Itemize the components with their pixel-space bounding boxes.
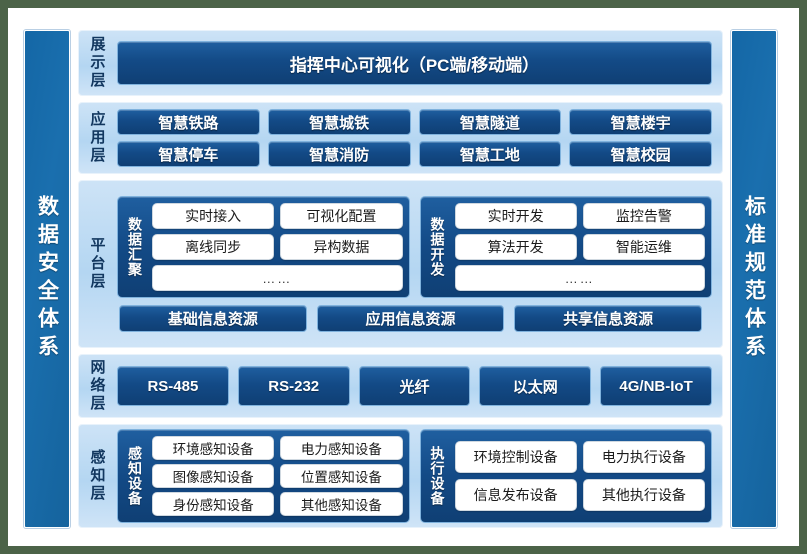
app-chip-smart-urban-rail[interactable]: 智慧城铁 xyxy=(267,109,411,135)
perception-group-sensing-title: 感知设备 xyxy=(127,446,143,506)
layer-display: 展示层 指挥中心可视化（PC端/移动端） xyxy=(78,30,723,96)
layer-application-label-wrap: 应用层 xyxy=(79,103,115,173)
layer-network: 网络层 RS-485 RS-232 光纤 以太网 4G/NB-IoT xyxy=(78,354,723,418)
sensing-row-3: 身份感知设备 其他感知设备 xyxy=(152,492,403,516)
layer-display-label-wrap: 展示层 xyxy=(79,31,115,95)
perception-group-sensing-items: 环境感知设备 电力感知设备 图像感知设备 位置感知设备 身份感知设备 其他感知设… xyxy=(152,436,403,516)
network-items-row: RS-485 RS-232 光纤 以太网 4G/NB-IoT xyxy=(115,366,722,406)
pill-environment-sensing-device[interactable]: 环境感知设备 xyxy=(152,436,275,460)
layer-perception: 感知层 感知设备 环境感知设备 电力感知设备 图像感知设备 xyxy=(78,424,723,528)
layer-perception-label-wrap: 感知层 xyxy=(79,425,115,527)
layer-perception-body: 感知设备 环境感知设备 电力感知设备 图像感知设备 位置感知设备 身份感知设备 xyxy=(115,425,722,527)
pill-other-execution-device[interactable]: 其他执行设备 xyxy=(582,479,705,511)
pill-image-sensing-device[interactable]: 图像感知设备 xyxy=(152,464,275,488)
execution-row-1: 环境控制设备 电力执行设备 xyxy=(454,441,705,473)
pill-visual-config[interactable]: 可视化配置 xyxy=(280,203,403,229)
network-chip-fiber[interactable]: 光纤 xyxy=(358,366,471,406)
layer-application-body: 智慧铁路 智慧城铁 智慧隧道 智慧楼宇 智慧停车 智慧消防 智慧工地 智慧校园 xyxy=(115,103,722,173)
sensing-row-1: 环境感知设备 电力感知设备 xyxy=(152,436,403,460)
perception-groups: 感知设备 环境感知设备 电力感知设备 图像感知设备 位置感知设备 身份感知设备 xyxy=(117,429,712,523)
resource-chip-application-information[interactable]: 应用信息资源 xyxy=(316,305,505,332)
pill-monitoring-alarm[interactable]: 监控告警 xyxy=(582,203,705,229)
pill-algorithm-development[interactable]: 算法开发 xyxy=(454,234,577,260)
layer-network-body: RS-485 RS-232 光纤 以太网 4G/NB-IoT xyxy=(115,355,722,417)
development-row-1: 实时开发 监控告警 xyxy=(454,203,705,229)
pill-aggregation-more[interactable]: …… xyxy=(152,265,403,291)
pill-identity-sensing-device[interactable]: 身份感知设备 xyxy=(152,492,275,516)
pill-information-publishing-device[interactable]: 信息发布设备 xyxy=(454,479,577,511)
development-row-2: 算法开发 智能运维 xyxy=(454,234,705,260)
development-row-3: …… xyxy=(454,265,705,291)
platform-group-data-development: 数据开发 实时开发 监控告警 算法开发 智能运维 …… xyxy=(419,196,712,298)
platform-group-data-aggregation: 数据汇聚 实时接入 可视化配置 离线同步 异构数据 …… xyxy=(117,196,410,298)
layer-application-label: 应用层 xyxy=(88,111,106,165)
layer-platform: 平台层 数据汇聚 实时接入 可视化配置 离线同步 xyxy=(78,180,723,348)
layer-display-body: 指挥中心可视化（PC端/移动端） xyxy=(115,31,722,95)
layer-platform-label: 平台层 xyxy=(88,237,106,291)
layer-application: 应用层 智慧铁路 智慧城铁 智慧隧道 智慧楼宇 智慧停车 智慧消防 智慧工地 智… xyxy=(78,102,723,174)
perception-group-execution-devices: 执行设备 环境控制设备 电力执行设备 信息发布设备 其他执行设备 xyxy=(419,429,712,523)
pill-intelligent-ops[interactable]: 智能运维 xyxy=(582,234,705,260)
layer-perception-label: 感知层 xyxy=(88,449,106,503)
app-chip-smart-railway[interactable]: 智慧铁路 xyxy=(117,109,260,135)
left-pillar-data-security: 数据安全体系 xyxy=(24,30,70,528)
platform-group-data-development-title-wrap: 数据开发 xyxy=(427,203,449,291)
perception-group-execution-items: 环境控制设备 电力执行设备 信息发布设备 其他执行设备 xyxy=(454,436,705,516)
layer-platform-label-wrap: 平台层 xyxy=(79,181,115,347)
platform-group-data-development-title: 数据开发 xyxy=(429,217,446,277)
app-chip-smart-firefighting[interactable]: 智慧消防 xyxy=(267,141,411,167)
network-chip-rs485[interactable]: RS-485 xyxy=(117,366,229,406)
platform-resource-row: 基础信息资源 应用信息资源 共享信息资源 xyxy=(117,305,712,332)
platform-group-data-aggregation-title: 数据汇聚 xyxy=(127,217,143,277)
pill-heterogeneous-data[interactable]: 异构数据 xyxy=(280,234,403,260)
app-chip-smart-tunnel[interactable]: 智慧隧道 xyxy=(418,109,562,135)
platform-group-data-aggregation-title-wrap: 数据汇聚 xyxy=(124,203,146,291)
perception-group-sensing-devices: 感知设备 环境感知设备 电力感知设备 图像感知设备 位置感知设备 身份感知设备 xyxy=(117,429,410,523)
application-row-2: 智慧停车 智慧消防 智慧工地 智慧校园 xyxy=(115,141,722,167)
app-chip-smart-campus[interactable]: 智慧校园 xyxy=(569,141,712,167)
aggregation-row-1: 实时接入 可视化配置 xyxy=(152,203,403,229)
right-pillar-label: 标准规范体系 xyxy=(742,195,766,363)
network-chip-ethernet[interactable]: 以太网 xyxy=(479,366,592,406)
resource-chip-shared-information[interactable]: 共享信息资源 xyxy=(514,305,703,332)
network-chip-rs232[interactable]: RS-232 xyxy=(237,366,350,406)
network-chip-4g-nbiot[interactable]: 4G/NB-IoT xyxy=(600,366,712,406)
perception-group-execution-title: 执行设备 xyxy=(429,446,446,506)
aggregation-row-3: …… xyxy=(152,265,403,291)
resource-chip-basic-information[interactable]: 基础信息资源 xyxy=(119,305,307,332)
pill-realtime-development[interactable]: 实时开发 xyxy=(454,203,577,229)
layer-network-label: 网络层 xyxy=(88,359,106,413)
app-chip-smart-construction-site[interactable]: 智慧工地 xyxy=(418,141,562,167)
platform-group-data-aggregation-items: 实时接入 可视化配置 离线同步 异构数据 …… xyxy=(152,203,403,291)
left-pillar-label: 数据安全体系 xyxy=(35,195,59,363)
sensing-row-2: 图像感知设备 位置感知设备 xyxy=(152,464,403,488)
application-row-1: 智慧铁路 智慧城铁 智慧隧道 智慧楼宇 xyxy=(115,109,722,135)
perception-group-execution-title-wrap: 执行设备 xyxy=(427,436,449,516)
platform-group-data-development-items: 实时开发 监控告警 算法开发 智能运维 …… xyxy=(454,203,705,291)
pill-realtime-ingest[interactable]: 实时接入 xyxy=(152,203,275,229)
pill-development-more[interactable]: …… xyxy=(454,265,705,291)
app-chip-smart-building[interactable]: 智慧楼宇 xyxy=(569,109,712,135)
pill-environment-control-device[interactable]: 环境控制设备 xyxy=(454,441,577,473)
perception-group-sensing-title-wrap: 感知设备 xyxy=(124,436,146,516)
pill-location-sensing-device[interactable]: 位置感知设备 xyxy=(280,464,403,488)
diagram-card: 数据安全体系 标准规范体系 展示层 指挥中心可视化（PC端/移动端） 应用层 智… xyxy=(8,8,799,546)
execution-row-2: 信息发布设备 其他执行设备 xyxy=(454,479,705,511)
pill-power-execution-device[interactable]: 电力执行设备 xyxy=(582,441,705,473)
display-command-center-chip[interactable]: 指挥中心可视化（PC端/移动端） xyxy=(117,41,712,85)
app-chip-smart-parking[interactable]: 智慧停车 xyxy=(117,141,260,167)
pill-offline-sync[interactable]: 离线同步 xyxy=(152,234,275,260)
platform-groups: 数据汇聚 实时接入 可视化配置 离线同步 异构数据 …… xyxy=(117,196,712,298)
layer-network-label-wrap: 网络层 xyxy=(79,355,115,417)
pill-other-sensing-device[interactable]: 其他感知设备 xyxy=(280,492,403,516)
right-pillar-standards: 标准规范体系 xyxy=(731,30,777,528)
layer-display-label: 展示层 xyxy=(88,36,106,90)
layer-platform-body: 数据汇聚 实时接入 可视化配置 离线同步 异构数据 …… xyxy=(115,181,722,347)
aggregation-row-2: 离线同步 异构数据 xyxy=(152,234,403,260)
pill-power-sensing-device[interactable]: 电力感知设备 xyxy=(280,436,403,460)
